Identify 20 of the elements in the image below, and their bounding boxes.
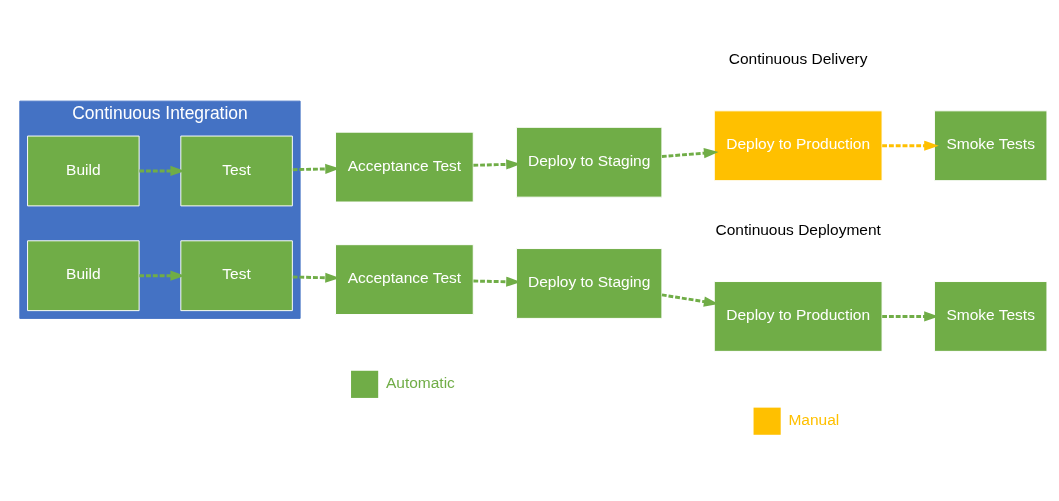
node-box: Smoke Tests [933, 110, 1048, 182]
node-box: Build [27, 135, 140, 207]
label: Continuous Delivery [728, 50, 868, 68]
node-box: Deploy to Production [713, 281, 883, 352]
node-box: Test [180, 135, 293, 207]
arrow [139, 270, 185, 281]
legend-label: Manual [788, 410, 840, 428]
node-box: Deploy to Staging [515, 248, 663, 319]
node-box: Acceptance Test [335, 131, 474, 203]
arrow [882, 140, 939, 151]
node-box: Smoke Tests [933, 281, 1048, 352]
node-box: Deploy to Production [713, 110, 883, 182]
arrow [661, 148, 719, 159]
node-box: Build [27, 240, 140, 312]
legend-label: Automatic [385, 374, 455, 392]
label: Continuous Deployment [715, 220, 881, 238]
node-box: Test [180, 240, 293, 312]
arrow [139, 165, 185, 177]
node-box: Acceptance Test [335, 244, 474, 315]
node-box: Deploy to Staging [515, 126, 663, 198]
